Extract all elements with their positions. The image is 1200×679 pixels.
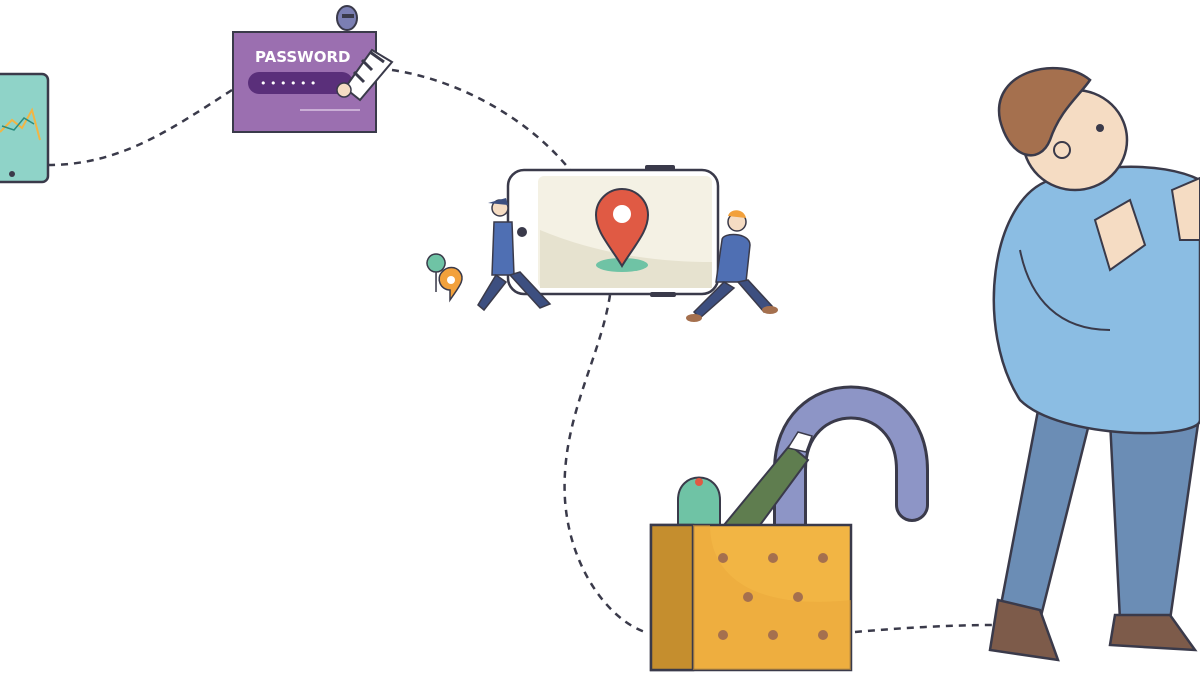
map-pin-icon [594, 188, 650, 268]
dashed-path [47, 68, 996, 634]
cactus [677, 476, 721, 526]
small-pins-icon [426, 253, 463, 303]
tablet-chart-icon [0, 72, 50, 184]
padlock-icon [649, 385, 929, 672]
password-masked-value: • • • • • • [260, 77, 316, 90]
person-walking [686, 210, 778, 322]
password-card: PASSWORD • • • • • • [232, 5, 394, 133]
large-man [988, 66, 1200, 662]
phone-map [477, 165, 778, 322]
padlock-dots [718, 553, 828, 640]
password-label: PASSWORD [255, 48, 350, 66]
person-behind-phone [477, 198, 552, 312]
